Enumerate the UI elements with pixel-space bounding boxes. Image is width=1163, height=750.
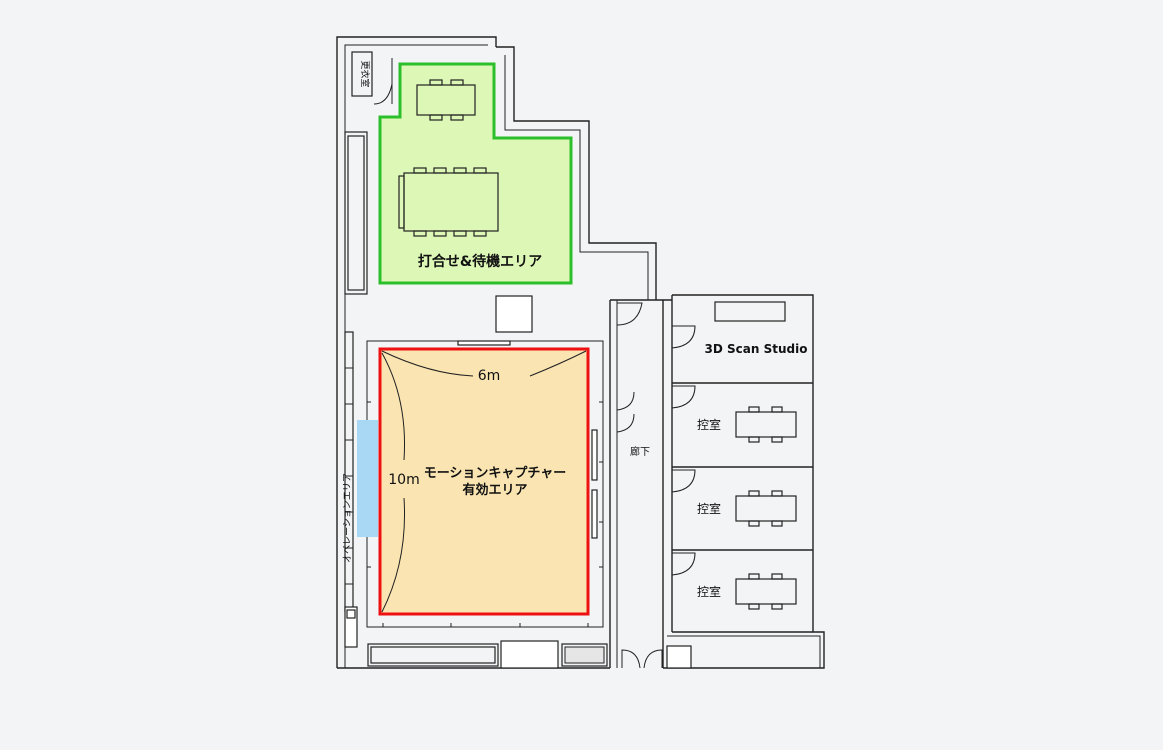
capture-area-label-line1: モーションキャプチャー (424, 466, 567, 481)
scan-studio (671, 301, 786, 349)
changing-room (351, 51, 393, 105)
meeting-large-table (398, 167, 499, 237)
changing-room-label: 更衣室 (359, 60, 371, 87)
building-walls (336, 36, 825, 669)
capture-area-label-line2: 有効エリア (462, 482, 527, 498)
operation-area (357, 420, 378, 537)
waiting-room-3 (671, 552, 797, 610)
waiting-room-3-label: 控室 (697, 584, 721, 599)
waiting-room-1 (671, 385, 797, 443)
waiting-room-2-label: 控室 (697, 501, 721, 516)
width-dimension-right (529, 350, 587, 377)
meeting-area-label: 打合せ&待機エリア (418, 253, 542, 270)
width-label: 6m (478, 368, 501, 384)
width-dimension-left (381, 350, 474, 377)
scan-studio-label: 3D Scan Studio (705, 342, 808, 356)
left-shelves (344, 131, 368, 648)
waiting-room-2 (671, 469, 797, 527)
pillar (495, 295, 533, 333)
bottom-furniture (367, 640, 608, 669)
waiting-room-1-label: 控室 (697, 417, 721, 432)
height-dimension-bottom (381, 497, 405, 613)
height-dimension-top (381, 352, 405, 461)
height-label: 10m (388, 472, 419, 488)
capture-area (378, 347, 590, 616)
corridor-doors (616, 302, 692, 669)
corridor-label: 廊下 (630, 445, 650, 458)
meeting-small-table (416, 79, 476, 121)
operation-area-label: オペレーションエリア (342, 473, 353, 563)
